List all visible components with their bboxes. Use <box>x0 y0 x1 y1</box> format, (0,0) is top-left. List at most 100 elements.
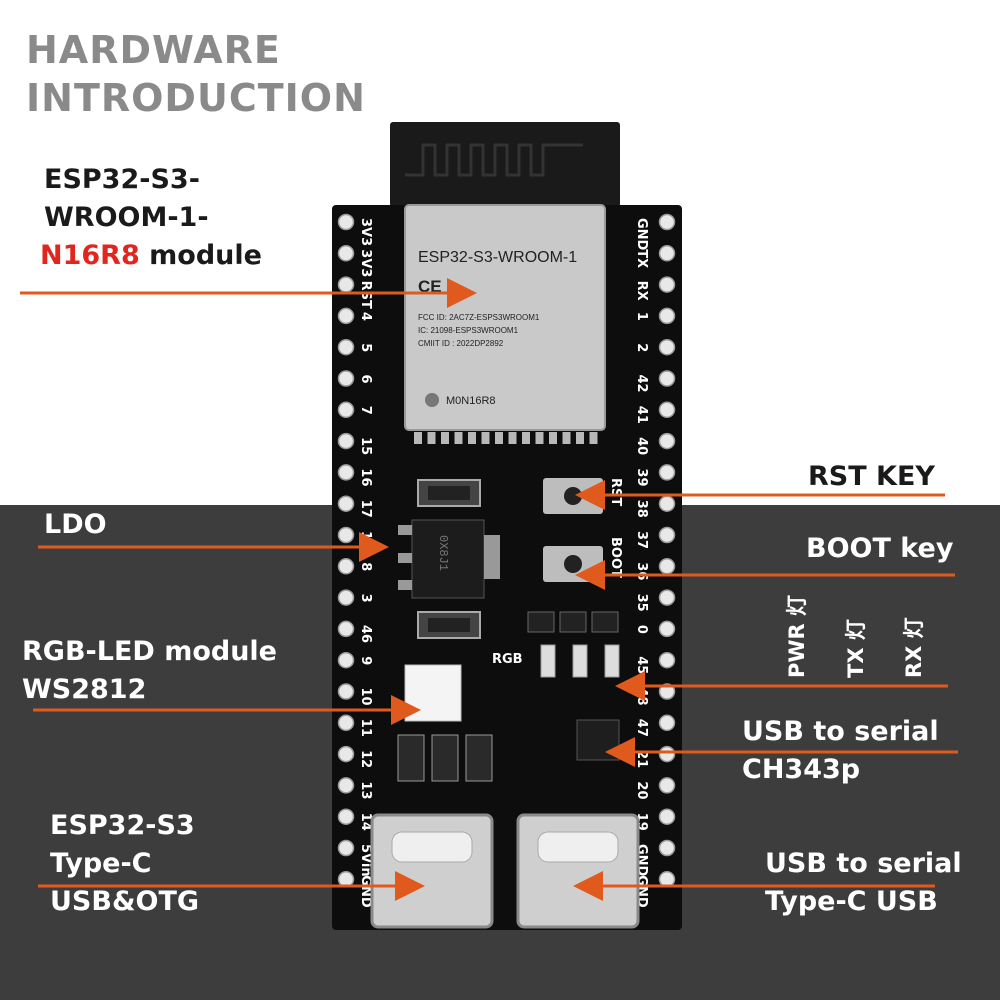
left-pin-header <box>337 213 355 888</box>
right-pin <box>658 495 676 512</box>
left-pin-label: 14 <box>358 813 373 831</box>
module-variant: N16R8 <box>40 240 140 271</box>
right-pin-label: 38 <box>634 500 649 518</box>
right-pin-label: TX <box>634 249 649 268</box>
left-pin-label: 8 <box>358 562 373 571</box>
ch343-label-line2: CH343p <box>742 754 861 785</box>
ch343-label-line1: USB to serial <box>742 716 939 747</box>
right-pin-label: 48 <box>634 688 649 706</box>
left-pin <box>337 745 355 763</box>
left-pin <box>337 651 355 669</box>
usb-serial-label-line1: USB to serial <box>765 848 962 879</box>
module-castellation <box>481 432 490 444</box>
right-pin <box>658 683 676 700</box>
module-castellation <box>414 432 422 444</box>
right-pin <box>658 432 676 450</box>
left-pin-label: 6 <box>358 375 373 384</box>
rgb-label-line1: RGB-LED module <box>22 636 277 667</box>
right-pin <box>658 213 676 231</box>
rst-silk: RST <box>608 478 623 506</box>
left-pin <box>337 307 355 325</box>
left-pin-label: 9 <box>358 656 373 665</box>
cmiit-id: CMIIT ID : 2022DP2892 <box>418 339 504 348</box>
ldo-marking: 0X8J1 <box>436 535 450 571</box>
left-pin-label: 16 <box>358 468 373 486</box>
module-castellation <box>508 432 517 444</box>
module-label-line3: N16R8 module <box>40 240 262 271</box>
left-pin <box>337 213 355 231</box>
ldo-chip <box>411 519 485 599</box>
left-pin <box>337 276 355 293</box>
fcc-id: FCC ID: 2AC7Z-ESPS3WROOM1 <box>418 313 540 322</box>
module-name: ESP32-S3-WROOM-1 <box>418 249 577 266</box>
module-castellations <box>414 432 598 444</box>
ldo-label: LDO <box>44 509 107 540</box>
module-label-line2: WROOM-1- <box>44 202 209 233</box>
left-pin-label: 3V3 <box>358 218 373 246</box>
antenna-trace <box>405 143 583 177</box>
rst-key-label: RST KEY <box>808 461 935 492</box>
module-castellation <box>454 432 463 444</box>
left-pin <box>337 432 355 450</box>
boot-silk: BOOT <box>608 537 623 578</box>
left-pin-label: 17 <box>358 500 373 518</box>
right-pin-label: 45 <box>634 656 649 674</box>
ic-id: IC: 21098-ESPS3WROOM1 <box>418 326 519 335</box>
right-pin <box>658 464 676 481</box>
left-pin-label: 12 <box>358 750 373 768</box>
left-pin-label: 15 <box>358 437 373 455</box>
tx-led <box>572 644 588 678</box>
right-pin-label: 42 <box>634 375 649 393</box>
left-pin <box>337 683 355 700</box>
right-pin <box>658 370 676 387</box>
right-pin-label: 36 <box>634 562 649 580</box>
left-pin <box>337 589 355 606</box>
antenna <box>390 122 620 207</box>
right-pin <box>658 589 676 606</box>
title-line2: INTRODUCTION <box>26 76 366 120</box>
right-pin-label: 39 <box>634 468 649 486</box>
left-pin <box>337 558 355 575</box>
left-pin <box>337 839 355 857</box>
right-pin-header <box>658 213 676 888</box>
left-pin <box>337 808 355 825</box>
module-shield <box>404 204 606 431</box>
usb-serial-label-line2: Type-C USB <box>765 886 938 917</box>
module-label-line1: ESP32-S3- <box>44 164 200 195</box>
right-pin <box>658 558 676 575</box>
left-pin <box>337 401 355 419</box>
right-pin <box>658 777 676 794</box>
left-pin <box>337 714 355 732</box>
tx-led-label: TX 灯 <box>844 619 868 678</box>
right-pin-label: 40 <box>634 437 649 455</box>
module-suffix: module <box>139 240 262 271</box>
module-castellation <box>495 432 503 444</box>
rgb-silk: RGB <box>492 652 523 667</box>
right-pin <box>658 839 676 857</box>
pwr-led-label: PWR 灯 <box>785 594 809 678</box>
module-dot <box>425 393 439 407</box>
left-pin-label: 46 <box>358 625 373 643</box>
left-pin-label: 13 <box>358 781 373 799</box>
left-pin <box>337 464 355 481</box>
left-pin-label: 7 <box>358 406 373 415</box>
right-pin-label: 21 <box>634 750 649 768</box>
typec-otg-label-line2: Type-C <box>50 848 152 879</box>
ch343-chip <box>576 719 620 761</box>
left-pin <box>337 495 355 512</box>
left-pin-label: 3V3 <box>358 249 373 277</box>
left-pin <box>337 620 355 638</box>
module-castellation <box>522 432 530 444</box>
module-model: M0N16R8 <box>446 395 496 407</box>
typec-otg-label-line3: USB&OTG <box>50 886 200 917</box>
left-pin-label: 11 <box>358 719 373 737</box>
left-pin-label: 4 <box>358 312 373 321</box>
right-pin-label: 41 <box>634 406 649 424</box>
right-pin-label: 20 <box>634 781 649 799</box>
module-castellation <box>576 432 584 444</box>
right-pin <box>658 526 676 544</box>
rgb-led <box>404 664 462 722</box>
right-pin-label: GND <box>634 218 649 251</box>
right-pin-label: 35 <box>634 594 649 612</box>
right-pin <box>658 808 676 825</box>
